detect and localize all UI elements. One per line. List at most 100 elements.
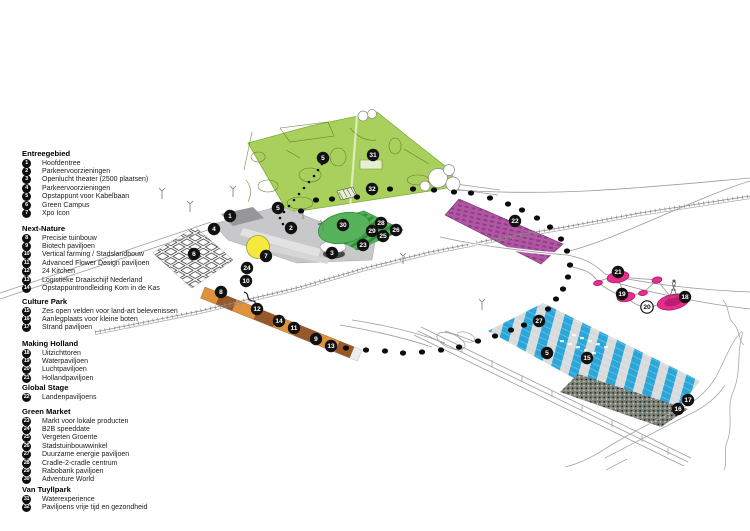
- shoreline: [564, 299, 745, 471]
- map-marker-number: 20: [643, 304, 651, 311]
- map-marker-7: 7: [259, 249, 273, 263]
- map-marker-25: 25: [376, 229, 390, 243]
- map-marker-number: 18: [681, 294, 689, 301]
- legend-item-label: Vergeten Groente: [42, 434, 98, 442]
- map-marker-number: 1: [228, 213, 232, 220]
- legend-item-number: 6: [22, 200, 31, 210]
- map-marker-number: 24: [243, 265, 251, 272]
- legend-item-number: 8: [22, 233, 31, 243]
- legend-item-number: 11: [22, 258, 31, 268]
- map-marker-number: 21: [614, 269, 622, 276]
- legend-section-title: Global Stage: [22, 383, 69, 392]
- map-marker-27: 27: [532, 314, 546, 328]
- legend-section-title: Van Tuyllpark: [22, 485, 71, 494]
- culture-park-zone: [488, 303, 700, 427]
- legend-item: 5 Opstappunt voor Kabelbaan: [22, 192, 222, 202]
- map-marker-15: 15: [580, 351, 594, 365]
- map-marker-number: 13: [327, 343, 335, 350]
- legend-item-label: Landenpaviljoens: [42, 393, 97, 401]
- map-marker-6: 6: [187, 247, 201, 261]
- legend-item-label: 24 Kitchen: [42, 268, 76, 276]
- beach-area: [560, 374, 688, 427]
- legend-item-number: 27: [22, 450, 31, 460]
- map-marker-26: 26: [389, 223, 403, 237]
- legend-item-label: Opstappunt voor Kabelbaan: [42, 193, 130, 201]
- legend-item-number: 32: [22, 503, 31, 513]
- map-marker-number: 27: [535, 318, 543, 325]
- map-marker-22: 22: [508, 214, 522, 228]
- legend-item: 2 Parkeervoorzieningen: [22, 167, 222, 177]
- legend-item-number: 5: [22, 192, 31, 202]
- legend-item-number: 30: [22, 475, 31, 485]
- legend-item-label: Adventure World: [42, 476, 95, 484]
- legend-item-label: Waterpaviljoen: [42, 358, 89, 366]
- legend-item-label: Parkeervoorzieningen: [42, 184, 111, 192]
- legend-item-number: 23: [22, 416, 31, 426]
- map-marker-number: 12: [253, 306, 261, 313]
- global-stage-zone: [444, 198, 564, 265]
- map-marker-number: 2: [289, 225, 293, 232]
- legend-item-number: 29: [22, 467, 31, 477]
- map-marker-30: 30: [336, 218, 350, 232]
- legend-item-label: Markt voor lokale producten: [42, 417, 129, 425]
- map-marker-number: 29: [368, 228, 376, 235]
- map-marker-number: 23: [359, 242, 367, 249]
- legend-item: 12 24 Kitchen: [22, 267, 222, 277]
- map-marker-20: 20: [640, 300, 654, 314]
- map-marker-28: 28: [374, 216, 388, 230]
- making-holland-zone: [569, 265, 690, 311]
- cable-route-dots-small: [278, 162, 324, 226]
- map-marker-number: 5: [276, 205, 280, 212]
- legend-item-label: Aanlegplaats voor kleine boten: [42, 316, 138, 324]
- legend-item-number: 14: [22, 284, 31, 294]
- legend-item-number: 2: [22, 167, 31, 177]
- legend-item-label: Openlucht theater (2500 plaatsen): [42, 176, 149, 184]
- legend-item-label: Hoofdentree: [42, 159, 81, 167]
- legend-item-label: Logistieke Draaischijf Nederland: [42, 276, 143, 284]
- map-marker-14: 14: [272, 314, 286, 328]
- cable-route-dots: [297, 186, 574, 356]
- legend-item-label: Parkeervoorzieningen: [42, 168, 111, 176]
- map-marker-number: 15: [583, 355, 591, 362]
- legend-item: 11 Advanced Flower Design paviljoen: [22, 258, 222, 268]
- culture-park-fields: [560, 334, 608, 355]
- map-marker-number: 5: [321, 155, 325, 162]
- legend-item-number: 17: [22, 323, 31, 333]
- map-marker-number: 19: [618, 291, 626, 298]
- legend-item-number: 19: [22, 357, 31, 367]
- legend-item-number: 12: [22, 267, 31, 277]
- legend-item-label: Zes open velden voor land-art beleveniss…: [42, 307, 178, 315]
- map-marker-23: 23: [356, 238, 370, 252]
- railway: [94, 194, 750, 336]
- legend-item-number: 26: [22, 441, 31, 451]
- map-marker-9: 9: [309, 332, 323, 346]
- legend-item-label: Advanced Flower Design paviljoen: [42, 259, 150, 267]
- roads: [0, 177, 750, 471]
- legend-item-label: Waterexperience: [42, 495, 95, 503]
- map-marker-8: 8: [214, 285, 228, 299]
- legend-item-number: 13: [22, 275, 31, 285]
- map-marker-29: 29: [365, 224, 379, 238]
- map-marker-5: 5: [316, 151, 330, 165]
- map-marker-number: 6: [192, 251, 196, 258]
- map-marker-16: 16: [671, 402, 685, 416]
